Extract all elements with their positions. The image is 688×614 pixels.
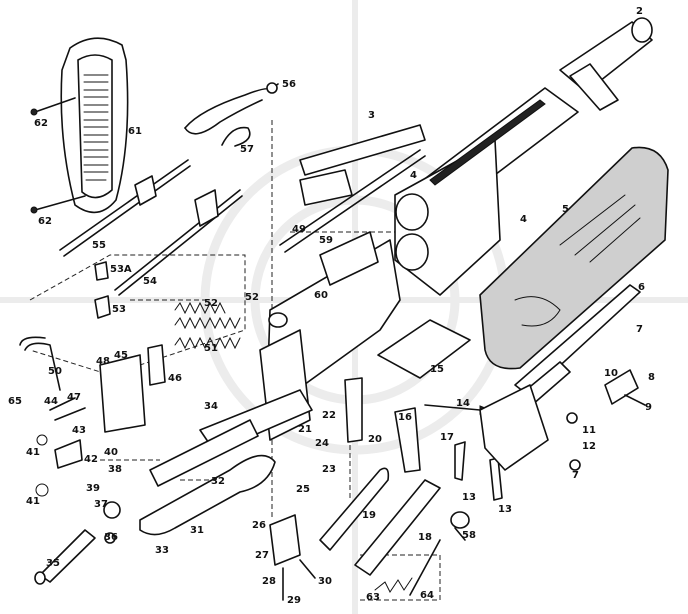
barrel-2 <box>559 17 653 111</box>
label-51: 51 <box>204 343 218 354</box>
label-39: 39 <box>86 483 100 494</box>
label-9: 9 <box>645 402 652 413</box>
pad-slots <box>83 74 109 181</box>
label-45: 45 <box>114 350 128 361</box>
label-13: 13 <box>498 504 512 515</box>
label-16: 16 <box>398 412 412 423</box>
label-41: 41 <box>26 496 40 507</box>
label-52: 52 <box>204 298 218 309</box>
label-23: 23 <box>322 464 336 475</box>
label-58: 58 <box>462 530 476 541</box>
label-22: 22 <box>322 410 336 421</box>
label-37: 37 <box>94 499 108 510</box>
label-40: 40 <box>104 447 118 458</box>
hammer-assembly <box>479 369 646 471</box>
springs-63-64 <box>374 539 441 596</box>
label-35: 35 <box>46 558 60 569</box>
label-62: 62 <box>38 216 52 227</box>
label-18: 18 <box>418 532 432 543</box>
label-57: 57 <box>240 144 254 155</box>
label-33: 33 <box>155 545 169 556</box>
label-62: 62 <box>34 118 48 129</box>
forend-5 <box>479 146 669 370</box>
label-48: 48 <box>96 356 110 367</box>
label-34: 34 <box>204 401 218 412</box>
label-64: 64 <box>420 590 434 601</box>
label-54: 54 <box>143 276 157 287</box>
label-7: 7 <box>572 470 579 481</box>
label-6: 6 <box>638 282 645 293</box>
wire-spring-57 <box>221 126 251 147</box>
label-17: 17 <box>440 432 454 443</box>
label-60: 60 <box>314 290 328 301</box>
label-43: 43 <box>72 425 86 436</box>
label-25: 25 <box>296 484 310 495</box>
label-36: 36 <box>104 532 118 543</box>
label-44: 44 <box>44 396 58 407</box>
label-53A: 53A <box>110 264 132 275</box>
label-63: 63 <box>366 592 380 603</box>
label-14: 14 <box>456 398 470 409</box>
label-52: 52 <box>245 292 259 303</box>
label-2: 2 <box>636 6 643 17</box>
left-parts <box>19 336 146 585</box>
label-5: 5 <box>562 204 569 215</box>
label-46: 46 <box>168 373 182 384</box>
safety-27 <box>269 514 316 601</box>
label-41: 41 <box>26 447 40 458</box>
recoil-pad <box>60 37 129 214</box>
rod-55 <box>59 159 191 257</box>
label-19: 19 <box>362 510 376 521</box>
blocks-53 <box>94 261 111 319</box>
label-47: 47 <box>67 392 81 403</box>
label-21: 21 <box>298 424 312 435</box>
rod-54 <box>114 189 243 296</box>
receiver <box>199 231 401 453</box>
label-7: 7 <box>636 324 643 335</box>
label-38: 38 <box>108 464 122 475</box>
label-56: 56 <box>282 79 296 90</box>
label-53: 53 <box>112 304 126 315</box>
label-27: 27 <box>255 550 269 561</box>
cap-58 <box>450 511 470 541</box>
trigger-guard-31 <box>139 419 276 536</box>
label-55: 55 <box>92 240 106 251</box>
label-50: 50 <box>48 366 62 377</box>
label-61: 61 <box>128 126 142 137</box>
label-15: 15 <box>430 364 444 375</box>
label-13: 13 <box>462 492 476 503</box>
springs-52 <box>174 301 241 350</box>
label-20: 20 <box>368 434 382 445</box>
label-59: 59 <box>319 235 333 246</box>
label-32: 32 <box>211 476 225 487</box>
label-8: 8 <box>648 372 655 383</box>
rail-3 <box>299 124 426 206</box>
plate-15 <box>377 319 471 379</box>
firing-pin-13 <box>454 441 503 501</box>
screw-62-upper <box>30 97 76 116</box>
part-labels: 2 3 4 4 5 6 7 7 8 9 10 11 12 13 13 14 15… <box>8 6 655 606</box>
label-28: 28 <box>262 576 276 587</box>
spring-56 <box>184 82 279 135</box>
screw-62-lower <box>30 195 86 214</box>
label-65: 65 <box>8 396 22 407</box>
label-4: 4 <box>410 170 417 181</box>
plate-46 <box>147 344 166 386</box>
label-30: 30 <box>318 576 332 587</box>
levers-16-20 <box>319 377 441 576</box>
label-10: 10 <box>604 368 618 379</box>
barrel-assembly <box>394 87 579 296</box>
label-24: 24 <box>315 438 329 449</box>
label-12: 12 <box>582 441 596 452</box>
rod-49 <box>279 149 426 253</box>
label-11: 11 <box>582 425 596 436</box>
label-3: 3 <box>368 110 375 121</box>
label-31: 31 <box>190 525 204 536</box>
label-42: 42 <box>84 454 98 465</box>
label-49: 49 <box>292 224 306 235</box>
label-29: 29 <box>287 595 301 606</box>
label-26: 26 <box>252 520 266 531</box>
label-4: 4 <box>520 214 527 225</box>
